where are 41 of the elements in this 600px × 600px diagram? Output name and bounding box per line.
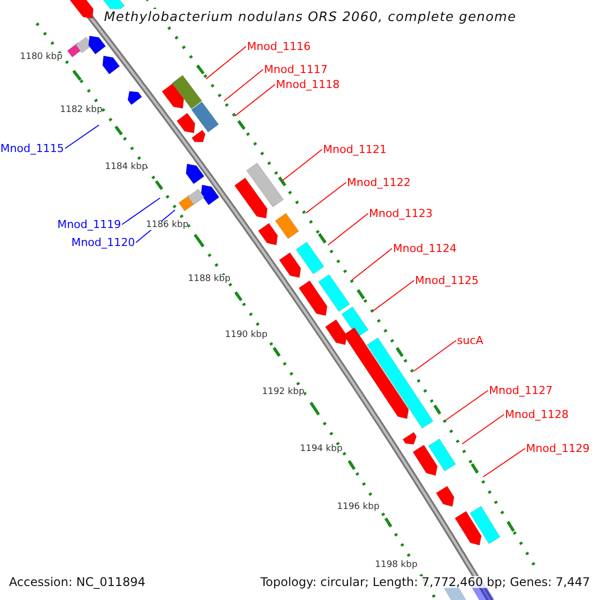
leader-line — [328, 213, 368, 246]
leader-line — [446, 390, 488, 420]
scale-label: 1198 kbp — [375, 561, 418, 570]
gene-label: Mnod_1121 — [323, 144, 387, 155]
scale-label: 1190 kbp — [225, 331, 268, 340]
leader-line — [372, 280, 414, 312]
scale-label: 1194 kbp — [300, 445, 342, 454]
leader-line — [206, 46, 246, 80]
scale-label: 1196 kbp — [337, 503, 380, 512]
leader-line — [306, 182, 346, 214]
scale-label: 1182 kbp — [60, 106, 102, 115]
scale-label: 1184 kbp — [105, 163, 148, 172]
gene-label: Mnod_1115 — [0, 143, 64, 154]
gene-label: Mnod_1122 — [347, 177, 411, 188]
gene-label: Mnod_1125 — [415, 275, 479, 286]
accession-text: Accession: NC_011894 — [9, 576, 146, 588]
gene-label: Mnod_1117 — [264, 64, 328, 75]
gene-label: Mnod_1129 — [526, 443, 590, 454]
scale-label: 1180 kbp — [20, 53, 62, 62]
gene-label: Mnod_1127 — [489, 385, 553, 396]
leader-line — [234, 84, 276, 116]
scale-label: 1186 kbp — [146, 221, 188, 230]
scale-label: 1192 kbp — [262, 388, 304, 397]
leader-line — [122, 198, 160, 225]
genome-summary: Topology: circular; Length: 7,772,460 bp; Genes: 7,447 — [260, 576, 590, 588]
gene-label: Mnod_1118 — [276, 79, 340, 90]
gene-label: Mnod_1124 — [393, 243, 457, 254]
leader-line — [64, 124, 100, 149]
leader-line — [352, 248, 392, 280]
leader-line — [224, 69, 264, 102]
gene-label: Mnod_1128 — [505, 409, 569, 420]
leader-line — [282, 149, 322, 182]
leader-line — [414, 340, 456, 372]
gene-label: Mnod_1123 — [369, 208, 433, 219]
gene-label: Mnod_1116 — [247, 41, 311, 52]
leader-line — [482, 448, 526, 478]
leader-line — [462, 414, 504, 444]
scale-label: 1188 kbp — [188, 275, 230, 284]
gene-label: Mnod_1120 — [71, 237, 135, 248]
gene-label: Mnod_1119 — [57, 219, 121, 230]
gene-label: sucA — [457, 335, 484, 346]
